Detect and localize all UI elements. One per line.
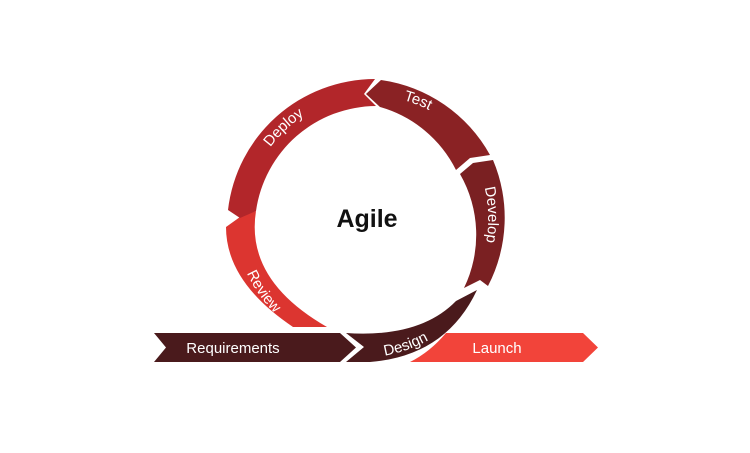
develop-label: Develop [481,185,501,244]
requirements-arrow [154,333,356,362]
review-segment [226,211,327,327]
deploy-segment [228,79,376,218]
design-segment [346,290,477,362]
test-segment [366,80,490,170]
develop-segment [460,160,505,288]
requirements-label: Requirements [186,340,279,357]
launch-label: Launch [472,340,521,357]
launch-arrow [410,333,598,362]
center-title: Agile [336,205,397,233]
